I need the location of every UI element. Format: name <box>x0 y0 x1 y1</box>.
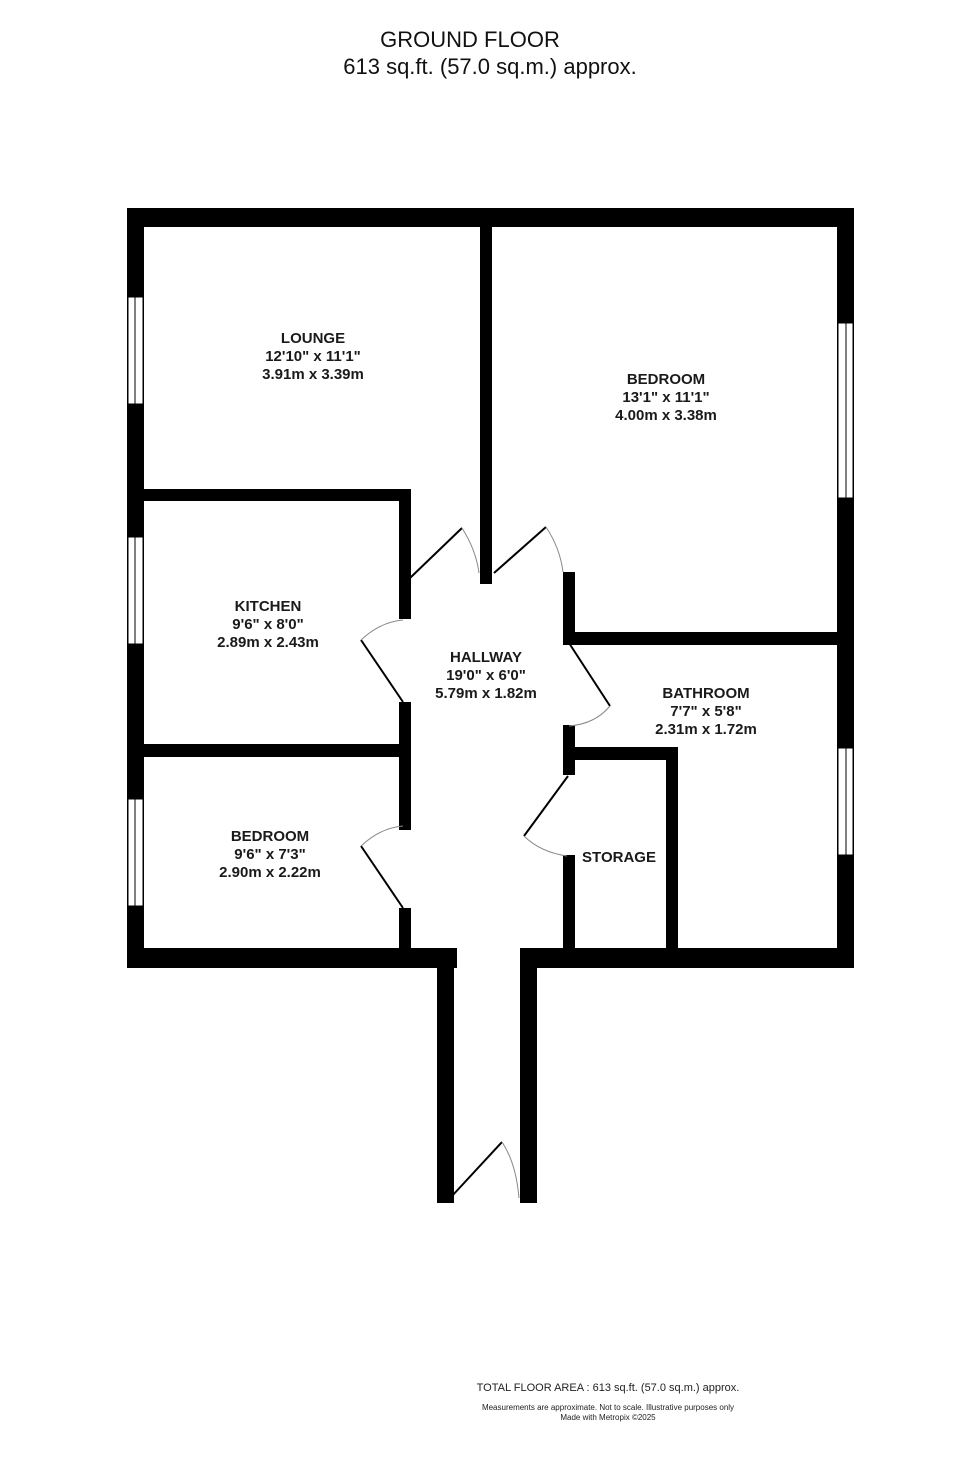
room-name: STORAGE <box>582 849 656 866</box>
room-storage: STORAGE <box>582 849 656 867</box>
room-imperial: 9'6" x 7'3" <box>234 846 306 863</box>
room-bedroom-main: BEDROOM 13'1" x 11'1" 4.00m x 3.38m <box>615 371 717 425</box>
room-imperial: 9'6" x 8'0" <box>232 616 304 633</box>
credit: Made with Metropix ©2025 <box>560 1413 656 1422</box>
room-hallway: HALLWAY 19'0" x 6'0" 5.79m x 1.82m <box>435 649 537 703</box>
room-name: KITCHEN <box>234 598 302 615</box>
room-bathroom: BATHROOM 7'7" x 5'8" 2.31m x 1.72m <box>655 685 757 739</box>
disclaimer: Measurements are approximate. Not to sca… <box>481 1403 735 1412</box>
room-kitchen: KITCHEN 9'6" x 8'0" 2.89m x 2.43m <box>217 598 319 652</box>
room-imperial: 12'10" x 11'1" <box>265 348 361 365</box>
room-imperial: 13'1" x 11'1" <box>622 389 710 406</box>
total-floor-area: TOTAL FLOOR AREA : 613 sq.ft. (57.0 sq.m… <box>476 1382 740 1394</box>
room-name: BATHROOM <box>662 685 750 702</box>
room-name: LOUNGE <box>280 330 346 347</box>
room-metric: 2.31m x 1.72m <box>655 721 757 738</box>
floor-area: 613 sq.ft. (57.0 sq.m.) approx. <box>343 54 637 79</box>
room-metric: 2.89m x 2.43m <box>217 634 319 651</box>
room-metric: 4.00m x 3.38m <box>615 407 717 424</box>
room-name: HALLWAY <box>450 649 522 666</box>
room-imperial: 19'0" x 6'0" <box>446 667 526 684</box>
room-imperial: 7'7" x 5'8" <box>670 703 742 720</box>
floor-label: GROUND FLOOR <box>380 27 560 52</box>
windows <box>127 296 854 907</box>
doors <box>360 526 611 1199</box>
room-metric: 3.91m x 3.39m <box>262 366 364 383</box>
room-name: BEDROOM <box>230 828 310 845</box>
room-name: BEDROOM <box>626 371 706 388</box>
room-lounge: LOUNGE 12'10" x 11'1" 3.91m x 3.39m <box>262 330 364 384</box>
room-metric: 2.90m x 2.22m <box>219 864 321 881</box>
room-bedroom-second: BEDROOM 9'6" x 7'3" 2.90m x 2.22m <box>219 828 321 882</box>
room-metric: 5.79m x 1.82m <box>435 685 537 702</box>
